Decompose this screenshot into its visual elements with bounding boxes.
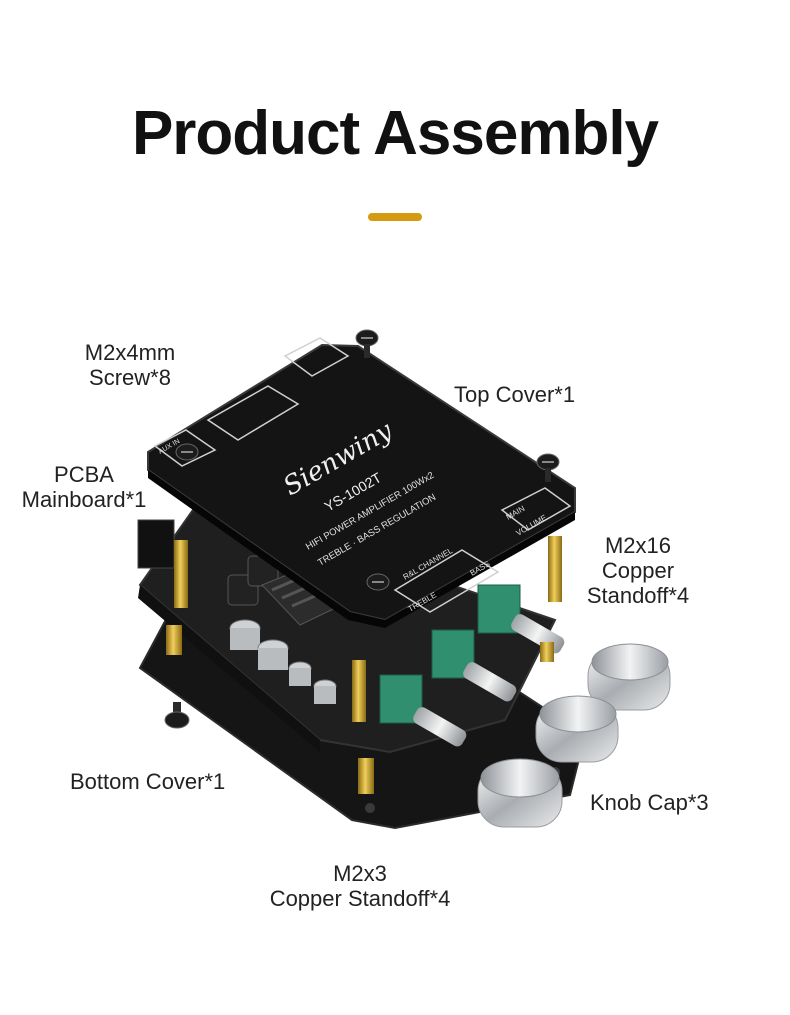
knob-cap-icon [477,758,563,828]
screw-icon [355,329,379,358]
copper-standoffs-m2x3 [166,625,554,794]
accent-bar [368,213,422,221]
knob-caps [477,643,671,828]
label-pcba: PCBA Mainboard*1 [21,462,147,512]
copper-standoffs-m2x16 [174,536,562,722]
screw-icon [536,453,560,482]
label-screw: M2x4mm Screw*8 [84,340,176,390]
label-bottom-cover: Bottom Cover*1 [70,769,226,794]
knob-cap-icon [587,643,671,711]
top-cover: Sienwiny YS-1002T HIFI POWER AMPLIFIER 1… [147,337,576,628]
screw-icon [164,702,190,729]
screw-icon [175,443,199,461]
screws [164,329,560,729]
pcba-mainboard [137,498,557,754]
capacitors [229,619,337,704]
knob-cap-icon [535,695,619,763]
label-top-cover: Top Cover*1 [454,382,576,407]
page-title: Product Assembly [131,99,659,168]
screw-icon [366,573,390,591]
label-knob-cap: Knob Cap*3 [590,790,709,815]
label-copper-standoff-m2x3: M2x3 Copper Standoff*4 [269,861,451,911]
label-copper-standoff-m2x16: M2x16 Copper Standoff*4 [586,533,690,608]
